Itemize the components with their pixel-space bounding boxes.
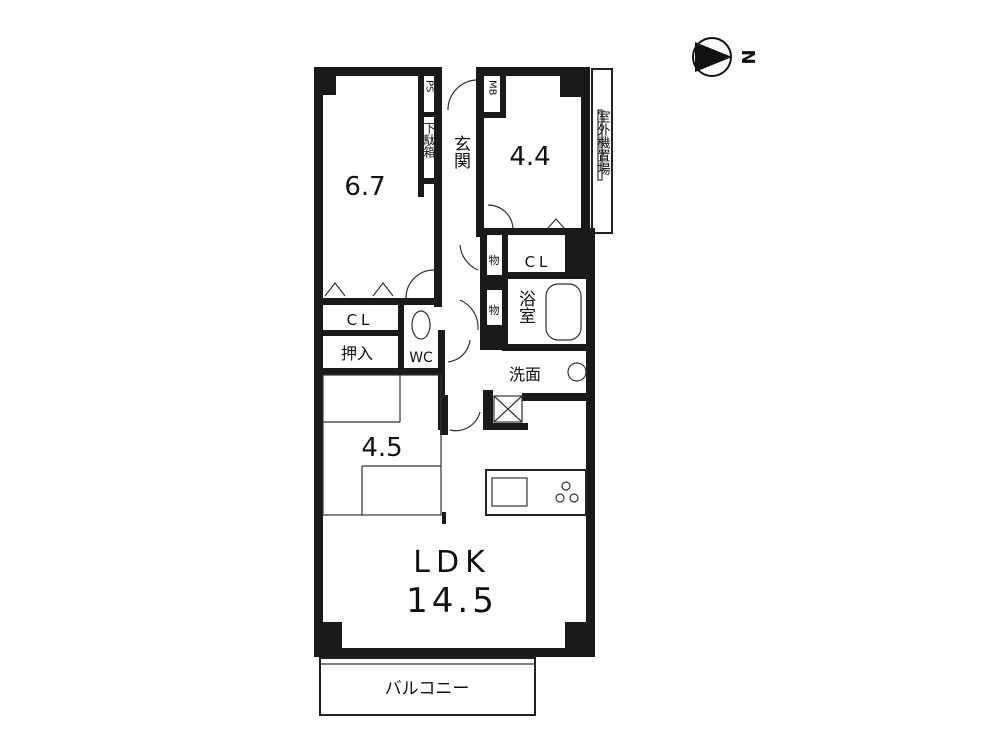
compass-label: N — [737, 49, 758, 64]
outer-walls — [314, 67, 595, 657]
mb-label: MB — [487, 80, 498, 96]
north-arrow-icon — [692, 37, 732, 77]
ps-label: PS — [424, 80, 435, 92]
washroom-label: 洗面 — [509, 365, 541, 384]
room-label-ldk: LDK — [413, 545, 491, 580]
room-size-ldk: 14.5 — [406, 581, 498, 621]
closet-label-2: CL — [525, 253, 552, 271]
room-label-6-7: 6.7 — [344, 172, 385, 202]
shoe-box-label: 下駄箱 — [422, 122, 436, 158]
bath-label: 浴室 — [515, 290, 536, 324]
wc-label: WC — [409, 350, 433, 366]
storage-label-1: 物 — [489, 253, 500, 267]
room-label-4-5: 4.5 — [361, 433, 402, 463]
outdoor-unit-label: 室外機置場 — [595, 109, 611, 175]
room-label-4-4: 4.4 — [509, 142, 550, 172]
storage-label-2: 物 — [489, 303, 500, 317]
fixtures — [319, 68, 613, 716]
closet-jp-label: 押入 — [341, 344, 373, 363]
balcony-label: バルコニー — [385, 679, 470, 699]
entrance-label: 玄関 — [450, 135, 470, 169]
closet-label-1: CL — [347, 311, 374, 329]
